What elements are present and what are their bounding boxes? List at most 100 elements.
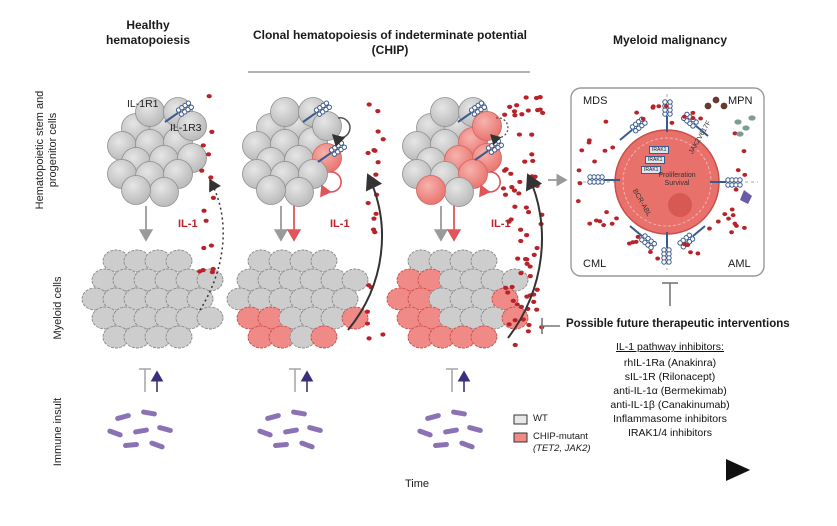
- il1-dot: [685, 242, 691, 247]
- il1-dot: [517, 179, 523, 185]
- dark-particle: [712, 96, 720, 104]
- il1-dot: [529, 152, 535, 157]
- bacterium: [157, 425, 173, 433]
- bacterium: [149, 440, 165, 450]
- il1-dot: [509, 284, 515, 290]
- il1-dot: [735, 168, 741, 173]
- irak-label-1: IRAK1: [649, 146, 670, 154]
- mutant-hspc-cell: [416, 175, 446, 205]
- il1-dot: [514, 103, 520, 108]
- il1-dot: [519, 112, 525, 117]
- il1-dot: [525, 329, 531, 334]
- wt-hspc-cell: [312, 111, 342, 141]
- il1-dot: [512, 204, 518, 209]
- row-label-insult: Immune insult: [52, 397, 64, 467]
- il1-dot: [206, 94, 212, 99]
- il1-dot: [634, 110, 640, 115]
- wt-hspc-cell: [444, 177, 474, 207]
- il1-dot: [201, 245, 207, 251]
- il1-dot: [512, 318, 518, 323]
- time-label: Time: [405, 478, 430, 490]
- il1-dot: [509, 185, 515, 190]
- bacterium: [459, 440, 475, 450]
- il1-dot: [518, 238, 524, 244]
- bacterium: [425, 413, 441, 421]
- il1-dot: [516, 132, 523, 137]
- il1-dot: [506, 322, 512, 327]
- il1-dot: [365, 150, 371, 156]
- il1-dot: [729, 230, 734, 235]
- il1-dot: [698, 116, 704, 121]
- il1-dot: [205, 152, 212, 157]
- il1-dot: [655, 256, 661, 261]
- il1-dot: [663, 104, 669, 109]
- il1-dot: [512, 342, 518, 348]
- cell-outcome-text: Proliferation Survival: [652, 172, 702, 188]
- il1-receptor: [619, 116, 648, 141]
- bacterium: [257, 428, 273, 438]
- feedback-arrows: [199, 173, 543, 339]
- il1-dot: [579, 148, 585, 153]
- therapy-item-5: Inflammasome inhibitors: [613, 413, 727, 425]
- il1-dot: [729, 207, 735, 212]
- bacterium: [467, 425, 483, 433]
- therapy-heading: Possible future therapeutic intervention…: [566, 318, 790, 330]
- wt-hspc-cell: [149, 177, 179, 207]
- il1-dot: [512, 113, 518, 118]
- il1-dot: [688, 250, 693, 255]
- il1-dot: [371, 148, 377, 153]
- il1-dot: [732, 131, 738, 136]
- il1-dot: [610, 145, 616, 150]
- il1-dot: [514, 302, 520, 307]
- il1-dot: [576, 168, 582, 173]
- row-label-hspc: Hematopoietic stem and progenitor cells: [34, 90, 59, 210]
- legend-wt-swatch: [513, 414, 528, 425]
- outcome-survival: Survival: [664, 180, 690, 187]
- il1-dot: [511, 188, 518, 193]
- il1-dot: [500, 186, 507, 191]
- quadrant-mpn: MPN: [728, 95, 753, 107]
- wt-myeloid-cell: [341, 268, 369, 292]
- therapy-item-1: rhIL-1Ra (Anakinra): [623, 357, 717, 369]
- therapy-subheading: IL-1 pathway inhibitors:: [616, 341, 724, 353]
- il1-dot: [510, 298, 516, 303]
- il1-dot: [540, 110, 546, 116]
- il1-dot: [531, 252, 537, 257]
- il1-dot: [534, 287, 540, 292]
- wt-hspc-cell: [121, 175, 151, 205]
- il1-dot: [516, 191, 522, 196]
- il1-dot: [742, 172, 748, 177]
- il1-dot: [371, 216, 377, 221]
- il1-dot: [502, 112, 508, 117]
- il1-dot: [366, 102, 372, 107]
- column-title-malignancy: Myeloid malignancy: [612, 33, 728, 47]
- il1-receptor: [710, 177, 743, 188]
- bacterium: [307, 425, 323, 433]
- il1-dot: [592, 159, 597, 164]
- il1-receptor: [164, 100, 194, 123]
- bacterium: [299, 440, 315, 450]
- il1-receptor: [629, 225, 657, 251]
- il1-dot: [609, 221, 615, 226]
- il1-dot: [650, 104, 656, 109]
- green-particle: [742, 125, 750, 131]
- il1-dot: [640, 116, 646, 121]
- malignant-cell-group: [575, 96, 756, 265]
- bacterium: [115, 413, 131, 421]
- il1-receptor: [302, 100, 332, 123]
- il1-dot: [199, 168, 205, 173]
- outcome-proliferation: Proliferation: [658, 172, 696, 179]
- il1-receptor: [661, 232, 672, 265]
- irak-label-3: IRAK1: [641, 166, 662, 174]
- il1-dot: [531, 299, 537, 304]
- il1-dot: [534, 307, 540, 312]
- il1-dot: [518, 304, 525, 310]
- il1-dot: [522, 257, 529, 262]
- mutant-myeloid-cell: [310, 325, 338, 349]
- legend-wt-label: WT: [533, 413, 548, 424]
- il1-dot: [201, 208, 207, 213]
- il1-dot: [200, 143, 206, 148]
- il1-dot: [503, 167, 509, 172]
- il1-dot: [524, 233, 530, 238]
